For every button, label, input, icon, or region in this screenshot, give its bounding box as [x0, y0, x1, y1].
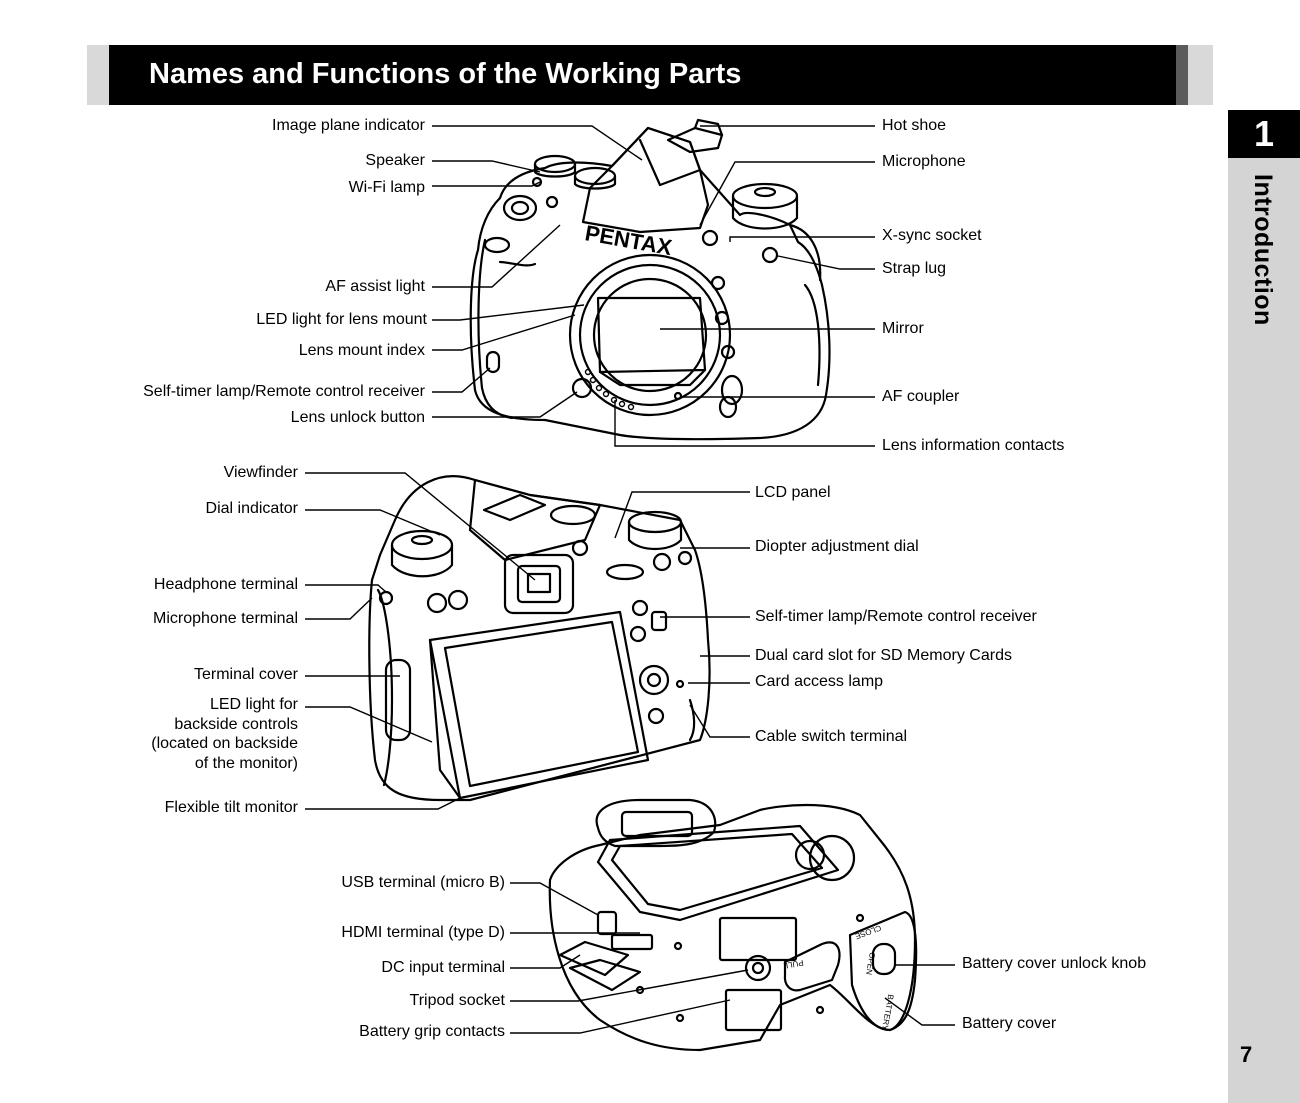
label-x-sync-socket: X-sync socket — [882, 227, 982, 244]
label-battery-cover: Battery cover — [962, 1015, 1057, 1032]
title-stripe — [1176, 45, 1188, 105]
label-image-plane-indicator: Image plane indicator — [272, 117, 425, 134]
leader-lines — [305, 125, 955, 1034]
label-headphone-terminal: Headphone terminal — [153, 576, 298, 593]
label-battery-grip-contacts: Battery grip contacts — [359, 1023, 505, 1040]
chapter-name: Introduction — [1249, 174, 1277, 326]
label-hot-shoe: Hot shoe — [882, 117, 947, 134]
label-af-coupler: AF coupler — [882, 388, 960, 405]
label-battery-cover-unlock-knob: Battery cover unlock knob — [962, 955, 1147, 972]
front-camera-illustration: PENTAX — [469, 118, 831, 441]
pentax-logo: PENTAX — [583, 220, 674, 260]
label-cable-switch-terminal: Cable switch terminal — [755, 728, 908, 745]
label-microphone-terminal: Microphone terminal — [153, 610, 298, 627]
bottom-camera-illustration — [548, 798, 918, 1052]
label-tripod-socket: Tripod socket — [409, 992, 505, 1009]
label-hdmi-terminal: HDMI terminal (type D) — [341, 924, 505, 941]
label-diopter-adjustment-dial: Diopter adjustment dial — [755, 538, 919, 555]
label-speaker: Speaker — [365, 152, 425, 169]
label-lens-mount-index: Lens mount index — [298, 342, 425, 359]
label-flexible-tilt-monitor: Flexible tilt monitor — [164, 799, 298, 816]
label-self-timer-lamp-front: Self-timer lamp/Remote control receiver — [143, 383, 425, 400]
label-card-access-lamp: Card access lamp — [755, 673, 884, 690]
label-af-assist-light: AF assist light — [325, 278, 425, 295]
label-self-timer-lamp-back: Self-timer lamp/Remote control receiver — [755, 608, 1037, 625]
label-lcd-panel: LCD panel — [755, 484, 831, 501]
title-background: Names and Functions of the Working Parts — [109, 45, 1176, 105]
label-led-light-lens-mount: LED light for lens mount — [256, 311, 427, 328]
page-number: 7 — [1240, 1042, 1253, 1067]
label-dual-card-slot: Dual card slot for SD Memory Cards — [755, 647, 1012, 664]
label-wifi-lamp: Wi-Fi lamp — [348, 179, 425, 196]
label-microphone: Microphone — [882, 153, 966, 170]
chapter-tab: 1 Introduction — [1228, 110, 1300, 1103]
close-marking: CLOSE — [854, 923, 883, 941]
pull-marking: PULL — [782, 958, 804, 970]
label-mirror: Mirror — [882, 320, 924, 337]
label-lens-unlock-button: Lens unlock button — [290, 409, 425, 426]
page-title: Names and Functions of the Working Parts — [149, 58, 742, 90]
label-led-light-backside-controls: LED light for backside controls (located… — [151, 696, 298, 772]
open-marking: OPEN — [864, 952, 877, 976]
chapter-number: 1 — [1228, 110, 1300, 158]
label-lens-information-contacts: Lens information contacts — [882, 437, 1065, 454]
back-camera-illustration — [368, 475, 711, 802]
label-viewfinder: Viewfinder — [223, 464, 298, 481]
label-usb-terminal: USB terminal (micro B) — [341, 874, 505, 891]
label-terminal-cover: Terminal cover — [193, 666, 298, 683]
label-dc-input-terminal: DC input terminal — [381, 959, 505, 976]
title-bar: Names and Functions of the Working Parts — [87, 45, 1213, 105]
label-strap-lug: Strap lug — [882, 260, 947, 277]
label-dial-indicator: Dial indicator — [205, 500, 298, 517]
